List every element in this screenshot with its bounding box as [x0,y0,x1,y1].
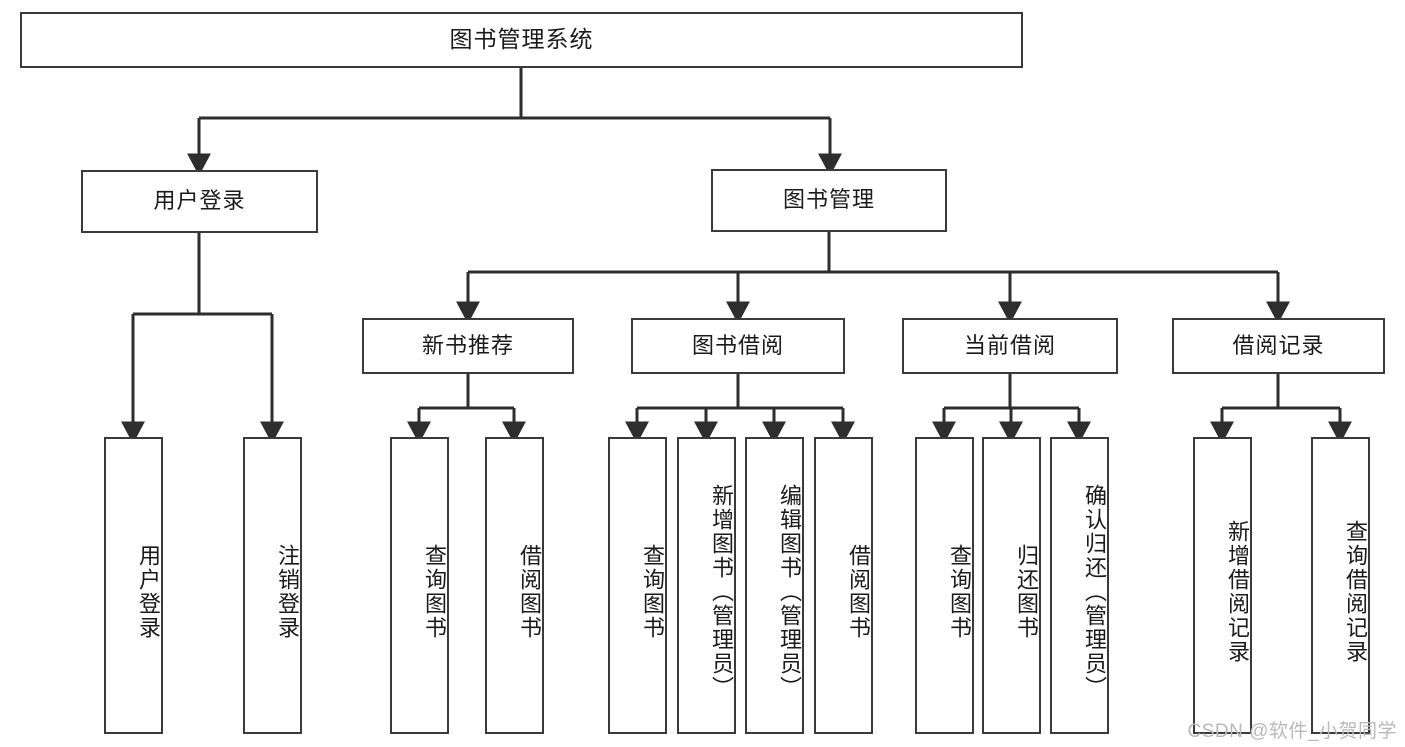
node-leaf-add-book[interactable]: 新增图书（管理员） [677,437,736,734]
node-label: 新书推荐 [421,332,514,358]
node-label: 新增借阅记录 [1225,519,1250,664]
node-book-borrow[interactable]: 图书借阅 [631,318,845,374]
node-leaf-query-record[interactable]: 查询借阅记录 [1311,437,1370,734]
node-leaf-query-book-3[interactable]: 查询图书 [915,437,974,734]
node-label: 确认归还（管理员） [1082,483,1107,700]
node-label: 图书借阅 [691,332,784,358]
node-current-borrow[interactable]: 当前借阅 [902,318,1118,374]
node-book-management[interactable]: 图书管理 [711,169,947,232]
node-label: 新增图书（管理员） [709,483,734,700]
node-leaf-query-book-1[interactable]: 查询图书 [390,437,449,734]
node-label: 查询图书 [640,543,665,640]
node-leaf-borrow-book-1[interactable]: 借阅图书 [485,437,544,734]
node-label: 借阅图书 [846,543,871,640]
node-leaf-add-record[interactable]: 新增借阅记录 [1193,437,1252,734]
node-leaf-return-book[interactable]: 归还图书 [982,437,1041,734]
node-label: 查询借阅记录 [1343,519,1368,664]
node-label: 编辑图书（管理员） [777,483,802,700]
node-leaf-logout-login[interactable]: 注销登录 [243,437,302,734]
node-leaf-borrow-book-2[interactable]: 借阅图书 [814,437,873,734]
node-borrow-record[interactable]: 借阅记录 [1172,318,1385,374]
node-leaf-confirm-return[interactable]: 确认归还（管理员） [1050,437,1109,734]
node-label: 用户登录 [153,188,246,214]
node-leaf-edit-book[interactable]: 编辑图书（管理员） [745,437,804,734]
node-label: 查询图书 [947,543,972,640]
node-label: 查询图书 [422,543,447,640]
watermark: CSDN @软件_小贺同学 [1187,721,1397,742]
node-root-system[interactable]: 图书管理系统 [20,12,1023,68]
node-label: 当前借阅 [963,332,1056,358]
node-label: 借阅图书 [517,543,542,640]
node-user-login[interactable]: 用户登录 [81,170,318,233]
node-leaf-user-login[interactable]: 用户登录 [104,437,163,734]
node-leaf-query-book-2[interactable]: 查询图书 [608,437,667,734]
node-new-book-recommend[interactable]: 新书推荐 [362,318,574,374]
node-label: 图书管理 [782,187,875,213]
node-label: 归还图书 [1014,543,1039,640]
node-label: 借阅记录 [1232,332,1325,358]
node-label: 用户登录 [136,543,161,640]
node-label: 注销登录 [275,543,300,640]
node-label: 图书管理系统 [449,26,594,53]
